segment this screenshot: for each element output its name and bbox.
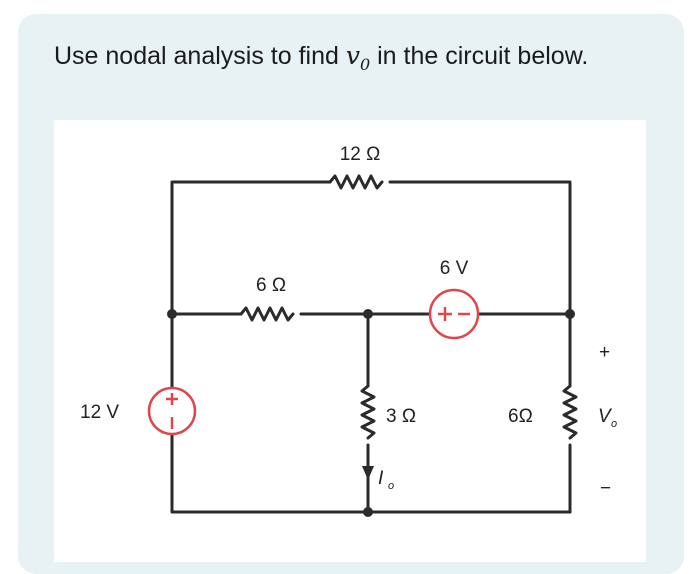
voltage-source-6v [428, 288, 480, 340]
resistor-3-ohm [360, 384, 376, 440]
wire-top-left [170, 180, 332, 316]
voltage-source-12v [147, 386, 197, 436]
node-center [363, 309, 373, 319]
question-text: Use nodal analysis to find v0 in the cir… [54, 36, 654, 85]
label-r-top: 12 Ω [340, 144, 381, 165]
resistor-6-ohm-mid [239, 306, 295, 322]
label-src-mid: 6 V [440, 258, 469, 279]
wire-left-lower [170, 432, 572, 514]
label-voltage-sub: o [611, 418, 617, 430]
node-right [565, 309, 575, 319]
label-plus: + [599, 342, 610, 363]
question-prefix: Use nodal analysis to find [54, 42, 346, 70]
node-left [167, 309, 177, 319]
plus-sign-icon [166, 393, 178, 405]
label-r-center: 3 Ω [386, 406, 416, 427]
label-minus: − [600, 478, 611, 499]
variable-v0: v0 [345, 41, 371, 74]
circuit-figure: 12 Ω 6 Ω 6 V 12 V 3 Ω 6Ω I o + V o − [54, 120, 646, 562]
circuit-diagram: 12 Ω 6 Ω 6 V 12 V 3 Ω 6Ω I o + V o − [80, 144, 617, 517]
label-current-I: I [378, 468, 384, 489]
label-src-left: 12 V [80, 402, 119, 423]
label-voltage-V: V [598, 406, 613, 427]
resistor-12-ohm [328, 174, 384, 190]
question-suffix: in the circuit below. [370, 42, 589, 70]
current-arrow-icon [362, 466, 374, 480]
wire-top-right [388, 180, 572, 316]
label-r-right: 6Ω [508, 406, 533, 427]
node-bottom [363, 507, 373, 517]
label-r-mid-left: 6 Ω [256, 275, 286, 296]
resistor-6-ohm-right [562, 384, 578, 440]
plus-sign-icon [438, 307, 452, 321]
label-current-sub: o [388, 480, 394, 492]
